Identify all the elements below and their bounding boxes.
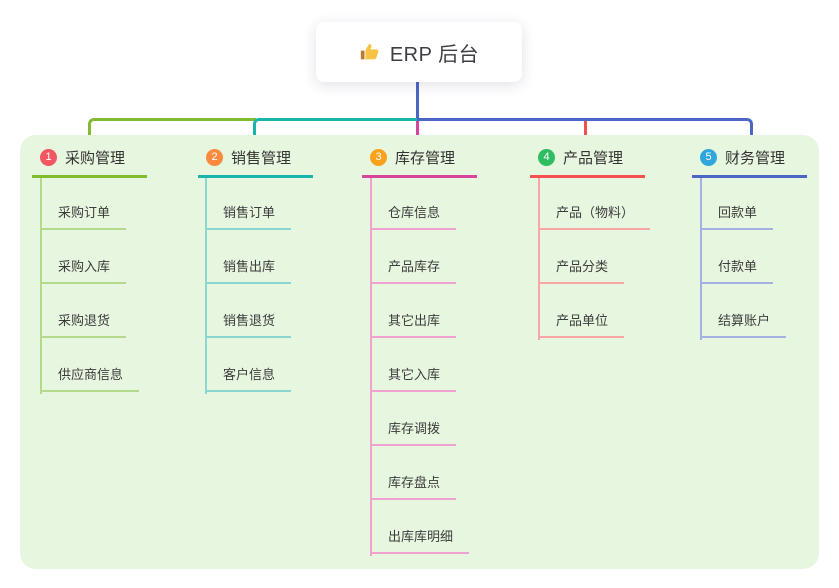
root-connector-line	[416, 82, 419, 120]
mindmap-child-node[interactable]: 采购入库	[40, 256, 127, 284]
branch-connector-right	[417, 118, 753, 151]
mindmap-child-node[interactable]: 出库库明细	[370, 526, 470, 554]
branch-1-label: 采购管理	[65, 150, 126, 167]
mindmap-child-node[interactable]: 采购订单	[40, 202, 127, 230]
branch-header-caiwu[interactable]: 5 财务管理	[692, 147, 807, 178]
branch-5-trunk-line	[700, 177, 702, 340]
branch-header-chanpin[interactable]: 4 产品管理	[530, 147, 645, 178]
mindmap-child-node[interactable]: 仓库信息	[370, 202, 457, 230]
root-node[interactable]: ERP 后台	[316, 22, 522, 82]
mindmap-child-node[interactable]: 客户信息	[205, 364, 292, 392]
branch-header-caigou[interactable]: 1 采购管理	[32, 147, 147, 178]
branch-4-drop-line	[584, 121, 587, 147]
mindmap-background-panel	[20, 135, 819, 569]
root-node-label: ERP 后台	[389, 43, 480, 66]
branch-1-badge: 1	[40, 149, 57, 166]
branch-5-label: 财务管理	[725, 150, 786, 167]
mindmap-child-node[interactable]: 销售退货	[205, 310, 292, 338]
mindmap-child-node[interactable]: 产品（物料）	[538, 202, 651, 230]
mindmap-child-node[interactable]: 供应商信息	[40, 364, 140, 392]
branch-4-trunk-line	[538, 177, 540, 340]
mindmap-child-node[interactable]: 库存盘点	[370, 472, 457, 500]
branch-2-label: 销售管理	[231, 150, 292, 167]
branch-3-drop-line	[416, 121, 419, 147]
branch-connector-left	[88, 118, 256, 151]
mindmap-child-node[interactable]: 结算账户	[700, 310, 787, 338]
branch-4-badge: 4	[538, 149, 555, 166]
mindmap-child-node[interactable]: 产品分类	[538, 256, 625, 284]
branch-2-trunk-line	[205, 177, 207, 394]
branch-3-label: 库存管理	[395, 150, 456, 167]
mindmap-child-node[interactable]: 采购退货	[40, 310, 127, 338]
mindmap-child-node[interactable]: 回款单	[700, 202, 774, 230]
branch-2-badge: 2	[206, 149, 223, 166]
mindmap-child-node[interactable]: 销售订单	[205, 202, 292, 230]
mindmap-child-node[interactable]: 产品库存	[370, 256, 457, 284]
mindmap-child-node[interactable]: 其它出库	[370, 310, 457, 338]
branch-4-label: 产品管理	[563, 150, 624, 167]
branch-header-kucun[interactable]: 3 库存管理	[362, 147, 477, 178]
mindmap-child-node[interactable]: 产品单位	[538, 310, 625, 338]
mindmap-child-node[interactable]: 其它入库	[370, 364, 457, 392]
mindmap-child-node[interactable]: 销售出库	[205, 256, 292, 284]
branch-connector-middle	[253, 118, 420, 151]
mindmap-child-node[interactable]: 付款单	[700, 256, 774, 284]
branch-5-badge: 5	[700, 149, 717, 166]
branch-1-trunk-line	[40, 177, 42, 394]
branch-header-xiaoshou[interactable]: 2 销售管理	[198, 147, 313, 178]
thumbs-up-icon	[359, 41, 381, 63]
mindmap-child-node[interactable]: 库存调拨	[370, 418, 457, 446]
branch-3-trunk-line	[370, 177, 372, 556]
branch-3-badge: 3	[370, 149, 387, 166]
